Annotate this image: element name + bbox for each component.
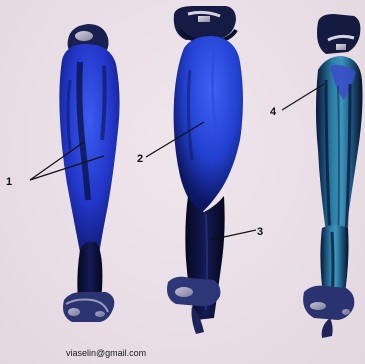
leg-specimen-middle: [167, 6, 243, 334]
leg-specimen-left: [59, 24, 119, 322]
label-2: 2: [137, 154, 143, 165]
label-4: 4: [270, 107, 276, 118]
label-1: 1: [6, 177, 12, 188]
label-3: 3: [257, 227, 263, 238]
leg-specimen-right: [303, 14, 362, 338]
credit-email: viaselin@gmail.com: [66, 349, 146, 358]
